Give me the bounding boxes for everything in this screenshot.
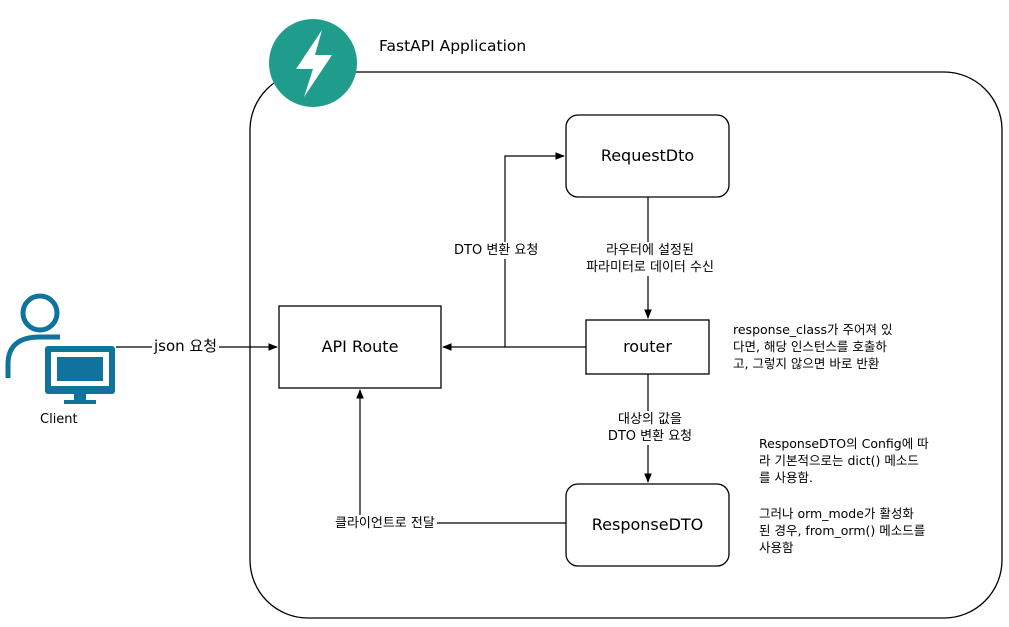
target-value-line-2: DTO 변환 요청 <box>607 429 693 444</box>
api-route-box <box>278 305 442 389</box>
orm-mode-line-1: 그러나 orm_mode가 활성화 <box>759 506 914 521</box>
response-dto-box <box>565 483 730 567</box>
config-note: ResponseDTO의 Config에 따 라 기본적으로는 dict() 메… <box>759 435 929 486</box>
orm-mode-note: 그러나 orm_mode가 활성화 된 경우, from_orm() 메소드를 … <box>759 505 925 556</box>
orm-mode-line-3: 사용함 <box>759 540 794 555</box>
response-class-line-1: response_class가 주어져 있 <box>733 322 893 337</box>
client-label: Client <box>40 412 78 427</box>
app-title: FastAPI Application <box>379 37 527 55</box>
response-dto-label: ResponseDTO <box>591 515 704 534</box>
edge-to-request-dto <box>504 152 565 347</box>
orm-mode-line-2: 된 경우, from_orm() 메소드를 <box>759 523 926 538</box>
response-class-line-2: 다면, 해당 인스턴스를 호출하 <box>733 339 887 354</box>
target-value-line-1: 대상의 값을 <box>618 412 682 427</box>
response-class-note: response_class가 주어져 있 다면, 해당 인스턴스를 호출하 고… <box>733 321 893 372</box>
router-params-line-2: 파라미터로 데이터 수신 <box>586 260 714 275</box>
fastapi-logo-icon <box>269 19 357 107</box>
config-line-3: 를 사용함. <box>759 470 813 485</box>
target-value-edge-label: 대상의 값을 DTO 변환 요청 <box>592 411 708 445</box>
router-params-line-1: 라우터에 설정된 <box>606 243 694 258</box>
router-label: router <box>623 337 672 356</box>
dto-request-edge-label: DTO 변환 요청 <box>452 242 541 259</box>
config-line-2: 라 기본적으로는 dict() 메소드 <box>759 453 919 468</box>
response-class-line-3: 고, 그렇지 않으면 바로 반환 <box>733 356 880 371</box>
to-client-edge-label: 클라이언트로 전달 <box>333 515 437 532</box>
client-icon <box>5 293 115 404</box>
request-dto-label: RequestDto <box>600 146 695 165</box>
config-line-1: ResponseDTO의 Config에 따 <box>759 436 929 451</box>
router-params-edge-label: 라우터에 설정된 파라미터로 데이터 수신 <box>574 242 726 276</box>
api-route-label: API Route <box>321 337 399 356</box>
json-request-edge-label: json 요청 <box>152 337 220 355</box>
